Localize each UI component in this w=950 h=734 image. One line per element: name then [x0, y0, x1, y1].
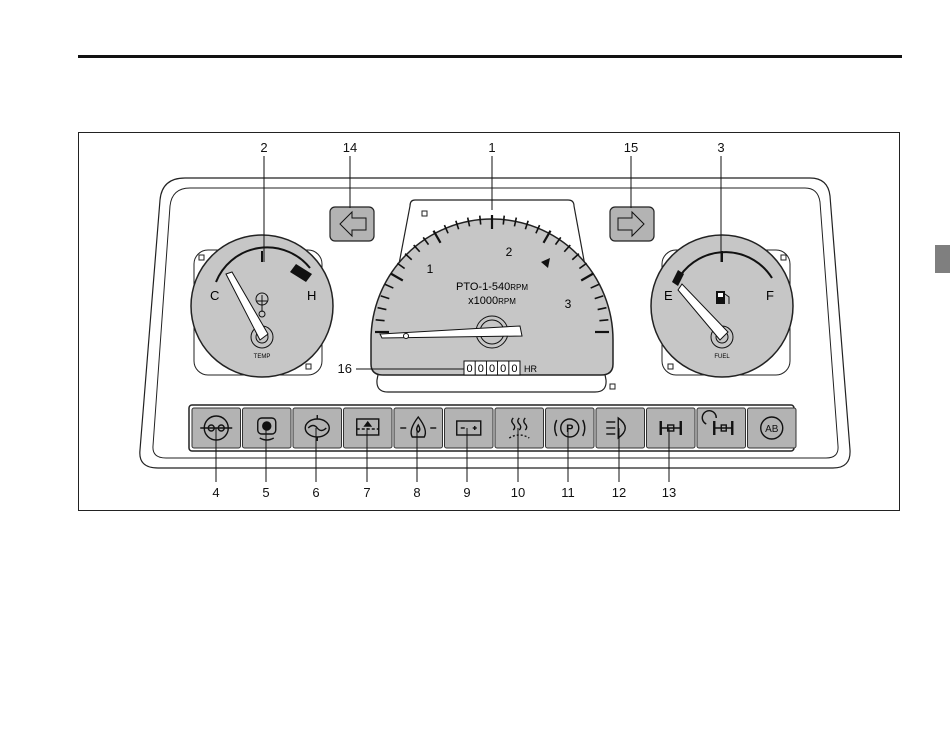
callout-number-1: 1	[488, 140, 495, 155]
tach-multiplier-text: x1000RPM	[468, 295, 516, 307]
svg-text:P: P	[566, 423, 573, 435]
temp-gauge: C H TEMP	[191, 235, 333, 377]
tach-tick	[480, 216, 481, 225]
callout-number-7: 7	[363, 485, 370, 500]
mount-dot	[668, 364, 673, 369]
hour-digit: 0	[511, 363, 517, 375]
callout-number-10: 10	[511, 485, 525, 500]
mount-dot	[306, 364, 311, 369]
fuel-empty-label: E	[664, 288, 673, 303]
tach-tick	[599, 320, 608, 321]
mount-dot	[781, 255, 786, 260]
callout-number-13: 13	[662, 485, 676, 500]
tach-tick	[503, 216, 504, 225]
callout-number-11: 11	[561, 485, 575, 500]
indicator-key-9	[596, 408, 645, 448]
indicator-key-8: P	[546, 408, 595, 448]
callout-number-12: 12	[612, 485, 626, 500]
temp-caption: TEMP	[254, 354, 271, 360]
callout-number-16: 16	[338, 361, 352, 376]
tach-scale-label-2: 2	[506, 245, 513, 259]
callout-number-5: 5	[262, 485, 269, 500]
indicator-key-10	[647, 408, 696, 448]
indicator-key-12: AB	[748, 408, 797, 448]
mount-dot	[199, 255, 204, 260]
indicator-key-4	[344, 408, 393, 448]
fuel-full-label: F	[766, 288, 774, 303]
indicator-key-3	[293, 408, 342, 448]
tach-scale-label-3: 3	[565, 297, 572, 311]
temp-hot-label: H	[307, 288, 316, 303]
callout-number-15: 15	[624, 140, 638, 155]
indicator-key-6	[445, 408, 494, 448]
callout-number-4: 4	[212, 485, 219, 500]
callout-number-14: 14	[343, 140, 357, 155]
hour-digit: 0	[467, 363, 473, 375]
hour-digit: 0	[489, 363, 495, 375]
fuel-caption: FUEL	[714, 354, 730, 360]
callout-number-8: 8	[413, 485, 420, 500]
callout-number-2: 2	[260, 140, 267, 155]
callout-number-9: 9	[463, 485, 470, 500]
right-turn-indicator	[610, 207, 654, 241]
callout-number-6: 6	[312, 485, 319, 500]
indicator-key-11	[697, 408, 746, 448]
hour-meter-unit: HR	[524, 364, 537, 374]
mount-dot	[422, 211, 427, 216]
fuel-gauge: E F FUEL	[651, 235, 793, 377]
svg-text:AB: AB	[765, 424, 779, 435]
left-turn-indicator	[330, 207, 374, 241]
pto-speed-text: PTO-1-540RPM	[456, 281, 528, 293]
indicator-key-7	[495, 408, 544, 448]
hour-digit: 0	[478, 363, 484, 375]
callout-number-3: 3	[717, 140, 724, 155]
indicator-key-2	[243, 408, 292, 448]
temp-cold-label: C	[210, 288, 219, 303]
hour-digit: 0	[500, 363, 506, 375]
tach-scale-label-1: 1	[427, 262, 434, 276]
mount-dot	[610, 384, 615, 389]
indicator-key-5	[394, 408, 443, 448]
tach-tick	[376, 320, 385, 321]
